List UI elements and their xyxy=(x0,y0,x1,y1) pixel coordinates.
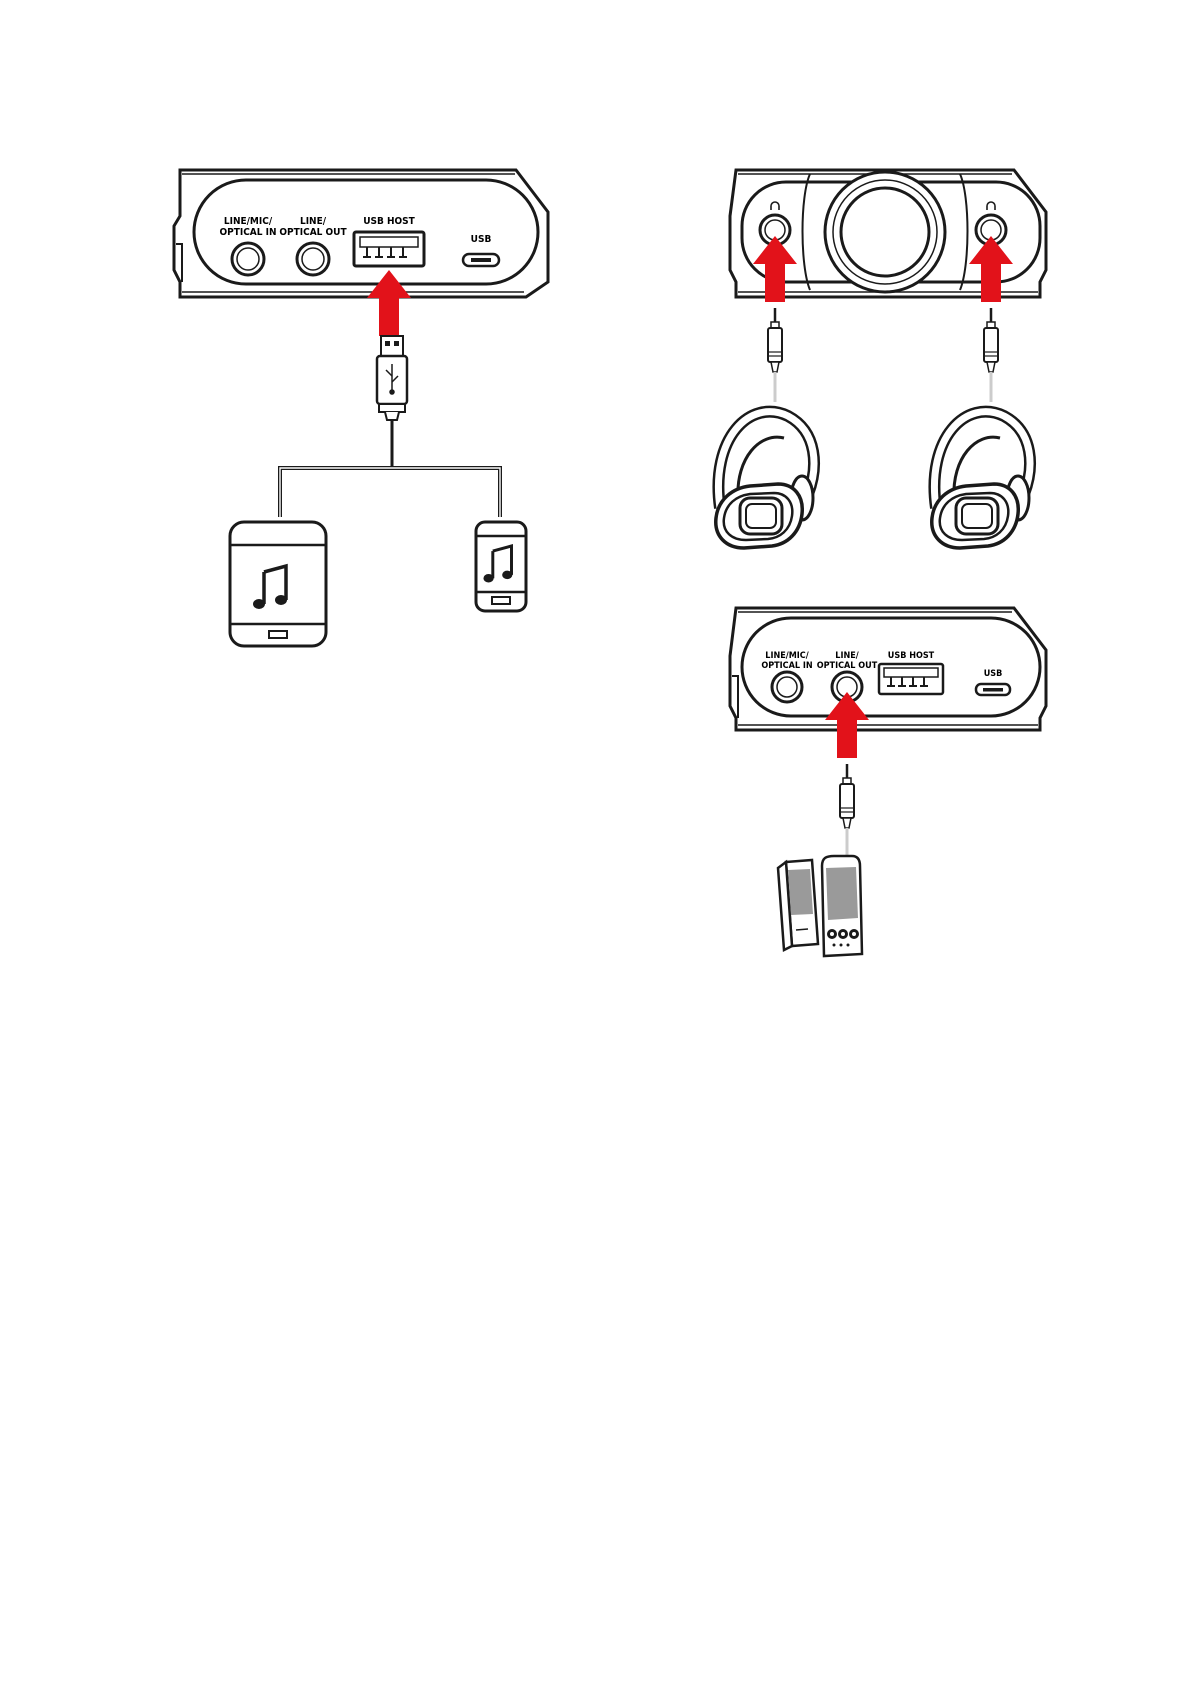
rear-panel-left: LINE/MIC/ OPTICAL IN LINE/ OPTICAL OUT U… xyxy=(174,170,548,297)
tablet-device xyxy=(230,522,326,646)
port-label-line-mic-in-1: LINE/MIC/ xyxy=(765,651,808,661)
usb-a-plug xyxy=(377,336,407,468)
port-label-line-mic-in-1: LINE/MIC/ xyxy=(224,216,273,227)
port-label-line-mic-in-2: OPTICAL IN xyxy=(761,661,813,671)
port-label-line-mic-in-2: OPTICAL IN xyxy=(219,227,276,238)
headphones-icon xyxy=(932,412,1030,548)
speaker-right xyxy=(822,856,862,956)
port-label-usb-host: USB HOST xyxy=(888,651,935,661)
port-label-line-out-1: LINE/ xyxy=(300,216,327,227)
phone-device xyxy=(476,522,526,611)
usb-branch-wiring xyxy=(280,468,500,517)
usb-host-port xyxy=(354,232,424,266)
audio-plug-right xyxy=(984,308,998,402)
speaker-left xyxy=(778,860,818,950)
headphones-icon xyxy=(716,412,814,548)
port-label-line-out-2: OPTICAL OUT xyxy=(817,661,878,671)
rear-panel-right: LINE/MIC/ OPTICAL IN LINE/ OPTICAL OUT U… xyxy=(730,608,1046,730)
audio-plug-left xyxy=(768,308,782,402)
port-label-usb: USB xyxy=(984,669,1003,679)
port-label-usb: USB xyxy=(471,234,492,245)
usb-host-port xyxy=(879,664,943,694)
port-label-usb-host: USB HOST xyxy=(363,216,415,227)
port-label-line-out-2: OPTICAL OUT xyxy=(279,227,347,238)
speakers-icon xyxy=(778,856,862,956)
port-label-line-out-1: LINE/ xyxy=(835,651,858,661)
audio-plug-speakers xyxy=(840,764,854,858)
